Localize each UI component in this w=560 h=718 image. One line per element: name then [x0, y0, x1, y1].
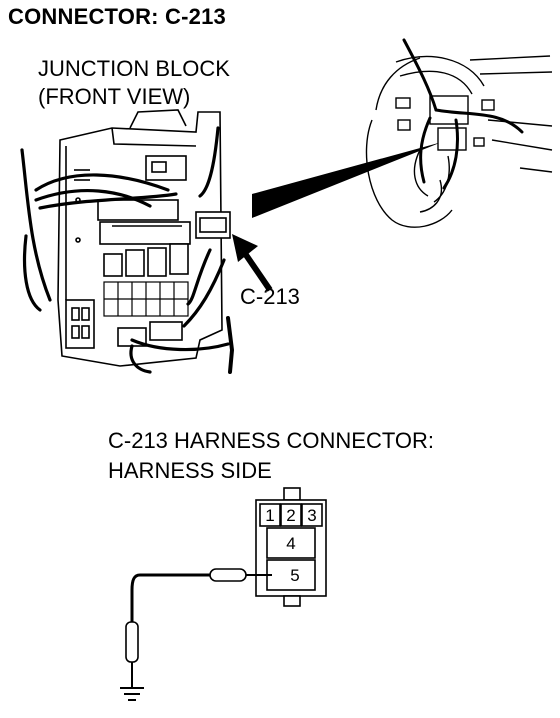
dashboard-location-sketch: [365, 55, 553, 228]
dashboard-harness: [402, 38, 524, 190]
wire-harness-bundles: [20, 126, 235, 374]
test-lead: [125, 568, 272, 688]
connector-callout-label: C-213: [240, 284, 300, 309]
pin-label-3: 3: [307, 506, 317, 525]
pin-label-4: 4: [286, 534, 296, 553]
pin-label-1: 1: [265, 506, 275, 525]
callout-arrow: [232, 234, 273, 292]
junction-block-illustration: [57, 109, 231, 367]
ground-icon: [120, 687, 144, 701]
harness-connector-label: C-213 HARNESS CONNECTOR:: [108, 428, 434, 453]
harness-side-label: HARNESS SIDE: [108, 458, 272, 483]
page-title: CONNECTOR: C-213: [8, 4, 226, 29]
pin-label-5: 5: [290, 566, 300, 585]
harness-connector-face: [255, 487, 327, 607]
zoom-wedge: [252, 142, 442, 218]
junction-block-label: JUNCTION BLOCK: [38, 56, 230, 81]
pin-label-2: 2: [286, 506, 296, 525]
junction-block-view-label: (FRONT VIEW): [38, 84, 191, 109]
